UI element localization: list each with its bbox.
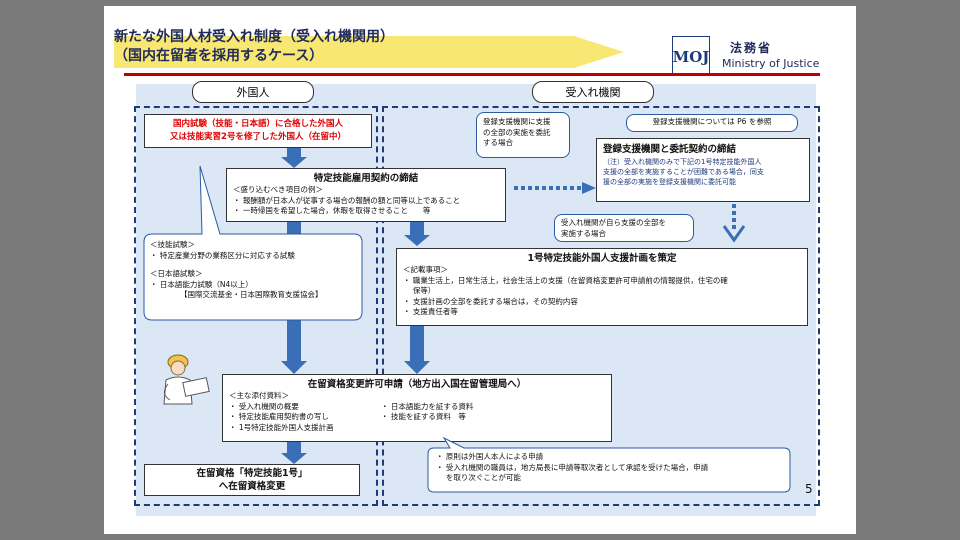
lane-receiving [382, 106, 820, 506]
exam-callout-shape [143, 165, 363, 321]
registered-title: 登録支援機関と委託契約の締結 [603, 144, 737, 155]
qualified-line-1: 国内試験（技能・日本語）に合格した外国人 [172, 119, 343, 129]
exam-japanese-heading: ＜日本語試験＞ [150, 269, 203, 278]
arrow-shaft-4 [410, 324, 424, 362]
title-line-1: 新たな外国人材受入れ制度（受入れ機関用） [114, 29, 394, 45]
arrow-shaft-1 [287, 146, 301, 158]
logo-icon: MOJ [673, 37, 709, 73]
logo-text: MOJ [673, 48, 709, 66]
plan-item-1b: 保等） [403, 286, 436, 295]
exam-spacer [150, 261, 362, 269]
plan-item-2: ・ 支援計画の全部を委託する場合は，その契約内容 [403, 296, 578, 306]
bottom-callout-line-2: ・ 受入れ機関の職員は，地方局長に申請等取次者として承認を受けた場合，申請 [436, 462, 709, 472]
title-rule [124, 73, 820, 76]
contract-item-1: ・ 報酬額が日本人が従事する場合の報酬の額と同等以上であること [233, 195, 461, 205]
application-left-item-1: ・ 受入れ機関の概要 [229, 401, 299, 411]
arrow-head-3 [281, 361, 307, 374]
bottom-callout-shape [427, 436, 791, 493]
slide: 新たな外国人材受入れ制度（受入れ機関用） （国内在留者を採用するケース） MOJ… [104, 6, 856, 534]
plan-subtitle: ＜記載事項＞ [403, 265, 448, 274]
registered-line-3: 援の全部の実施を登録支援機関に委託可能 [603, 178, 736, 186]
arrow-head-1 [281, 157, 307, 168]
exam-japanese-item: ・ 日本語能力試験（N4以上） [150, 279, 253, 289]
dotted-arrow-right-head [582, 182, 596, 194]
org-name-jp: 法務省 [730, 41, 773, 55]
callout-delegate-line-1: 登録支援機関に支援 [483, 117, 551, 126]
plan-title: 1号特定技能外国人支援計画を策定 [527, 253, 677, 264]
callout-delegate-support: 登録支援機関に支援 の全部の実施を委託 する場合 [476, 112, 570, 158]
application-right-item-1: ・ 日本語能力を証する資料 [381, 401, 474, 411]
title-highlight [114, 36, 624, 68]
application-right-item-2: ・ 技能を証する資料 等 [381, 412, 466, 421]
contract-subtitle: ＜盛り込むべき項目の例＞ [233, 185, 323, 194]
arrow-head-4 [404, 361, 430, 374]
dotted-arrow-down-head [722, 225, 746, 243]
contract-title: 特定技能雇用契約の締結 [313, 173, 419, 184]
callout-p6: 登録支援機関については P6 を参照 [626, 114, 798, 132]
bottom-callout-line-3: を取り次ぐことが可能 [436, 473, 521, 482]
application-subtitle: ＜主な添付資料＞ [229, 391, 289, 400]
registered-support-box: 登録支援機関と委託契約の締結 （注）受入れ機関のみで下記の1号特定技能外国人 支… [596, 138, 810, 202]
arrow-head-5 [281, 453, 307, 464]
callout-self-support: 受入れ機関が自ら支援の全部を 実施する場合 [554, 214, 694, 242]
registered-line-1: （注）受入れ機関のみで下記の1号特定技能外国人 [603, 158, 762, 166]
final-line-1: 在留資格「特定技能1号」 [196, 468, 308, 479]
lane-label-receiving: 受入れ機関 [532, 81, 654, 103]
callout-delegate-line-2: の全部の実施を委託 [483, 127, 551, 137]
arrow-shaft-5 [287, 440, 301, 454]
qualified-foreigner-box: 国内試験（技能・日本語）に合格した外国人 又は技能実習2号を修了した外国人（在留… [144, 114, 372, 148]
final-line-2: へ在留資格変更 [218, 481, 286, 492]
employment-contract-box: 特定技能雇用契約の締結 ＜盛り込むべき項目の例＞ ・ 報酬額が日本人が従事する場… [226, 168, 506, 222]
application-left-item-3: ・ 1号特定技能外国人支援計画 [229, 422, 334, 432]
application-title: 在留資格変更許可申請（地方出入国在留管理局へ） [307, 379, 527, 390]
org-name-en: Ministry of Justice [722, 57, 820, 70]
exam-skill-item: ・ 特定産業分野の業務区分に対応する試験 [150, 250, 295, 260]
lane-label-foreign: 外国人 [192, 81, 314, 103]
exam-japanese-org: 【国際交流基金・日本国際教育支援協会】 [180, 290, 323, 299]
bottom-callout: ・ 原則は外国人本人による申請 ・ 受入れ機関の職員は，地方局長に申請等取次者と… [436, 452, 786, 484]
callout-self-line-2: 実施する場合 [561, 228, 606, 238]
arrow-shaft-2 [410, 220, 424, 236]
contract-item-2: ・ 一時帰国を希望した場合，休暇を取得させること 等 [233, 206, 431, 215]
status-change-application-box: 在留資格変更許可申請（地方出入国在留管理局へ） ＜主な添付資料＞ ・ 受入れ機関… [222, 374, 612, 442]
arrow-head-2 [404, 235, 430, 246]
plan-item-3: ・ 支援責任者等 [403, 307, 458, 316]
exam-skill-heading: ＜技能試験＞ [150, 240, 195, 249]
lane-foreign [134, 106, 378, 506]
bottom-callout-line-1: ・ 原則は外国人本人による申請 [436, 452, 544, 461]
page-number: 5 [805, 482, 813, 496]
qualified-line-2: 又は技能実習2号を修了した外国人（在留中） [170, 132, 346, 142]
callout-p6-text: 登録支援機関については P6 を参照 [652, 117, 772, 126]
title: 新たな外国人材受入れ制度（受入れ機関用） （国内在留者を採用するケース） [114, 28, 644, 76]
support-plan-box: 1号特定技能外国人支援計画を策定 ＜記載事項＞ ・ 職業生活上，日常生活上，社会… [396, 248, 808, 326]
moj-logo: MOJ [672, 36, 710, 74]
application-left-item-2: ・ 特定技能雇用契約書の写し [229, 412, 329, 421]
callout-self-line-1: 受入れ機関が自ら支援の全部を [561, 218, 666, 227]
worker-illustration-icon [163, 354, 210, 405]
callout-delegate-line-3: する場合 [483, 138, 513, 147]
exam-callout: ＜技能試験＞ ・ 特定産業分野の業務区分に対応する試験 ＜日本語試験＞ ・ 日本… [150, 240, 362, 301]
title-line-2: （国内在留者を採用するケース） [114, 48, 324, 64]
final-status-box: 在留資格「特定技能1号」 へ在留資格変更 [144, 464, 360, 496]
registered-line-2: 支援の全部を実施することが困難である場合，同支 [603, 168, 764, 176]
plan-item-1: ・ 職業生活上，日常生活上，社会生活上の支援（在留資格変更許可申請前の情報提供，… [403, 275, 728, 285]
